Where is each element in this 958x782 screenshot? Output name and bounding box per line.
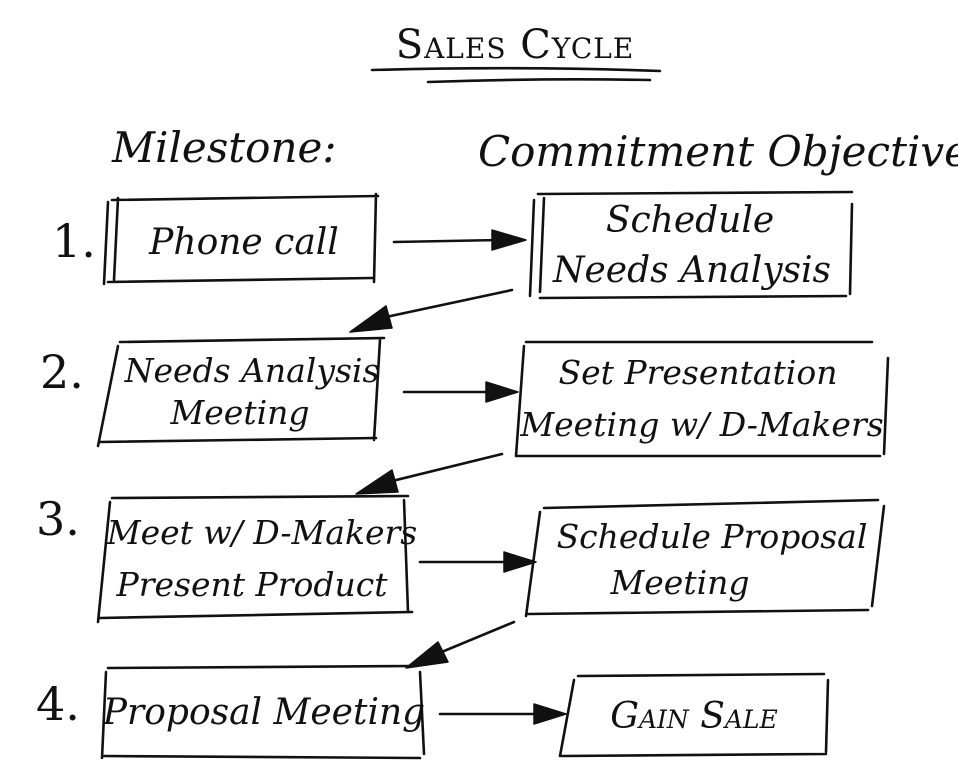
box-outline xyxy=(558,672,830,758)
diagonal-arrows xyxy=(349,288,516,669)
arrow-shaft xyxy=(378,452,504,486)
milestone-text-line-2: Present Product xyxy=(116,565,389,604)
row-3: 3. Meet w/ D-Makers Present Product Sche… xyxy=(36,492,886,624)
box-outline xyxy=(96,336,386,448)
box-outline xyxy=(528,190,854,300)
arrow-head xyxy=(503,551,537,573)
arrow-shaft xyxy=(430,620,516,658)
title-underline-1 xyxy=(370,66,662,73)
milestone-box-4: Proposal Meeting xyxy=(100,664,426,760)
objective-text-line-1: Set Presentation xyxy=(559,353,838,392)
box-outline xyxy=(96,494,414,624)
title-group: Sales Cycle xyxy=(370,22,662,84)
milestone-box-1: Phone call xyxy=(102,192,380,286)
objective-header: Commitment Objective: xyxy=(478,127,958,176)
arrow-head xyxy=(491,229,527,251)
row-number: 1. xyxy=(52,214,96,268)
arrow-1-to-2 xyxy=(349,288,514,333)
milestone-text-line-1: Phone call xyxy=(148,222,339,263)
objective-text-line-1: Gain Sale xyxy=(610,696,778,737)
row-1: 1. Phone call Schedule Needs Analysis xyxy=(52,190,854,300)
arrow-head xyxy=(349,305,393,333)
box-outline xyxy=(514,340,890,458)
milestone-text-line-1: Meet w/ D-Makers xyxy=(106,513,417,552)
objective-box-1: Schedule Needs Analysis xyxy=(528,190,854,300)
row-number: 4. xyxy=(36,677,80,731)
arrow-head xyxy=(405,641,449,669)
objective-box-4: Gain Sale xyxy=(558,672,830,758)
arrow-shaft xyxy=(392,238,502,244)
row-number: 2. xyxy=(40,345,84,399)
objective-box-3: Schedule Proposal Meeting xyxy=(524,498,886,618)
milestone-text-line-1: Proposal Meeting xyxy=(102,692,425,733)
arrow-row-3 xyxy=(418,551,537,573)
objective-text-line-2: Needs Analysis xyxy=(552,250,831,291)
arrow-row-1 xyxy=(392,229,527,251)
arrow-head xyxy=(533,703,567,725)
arrow-2-to-3 xyxy=(355,452,504,495)
box-outline xyxy=(100,664,426,760)
objective-text-line-2: Meeting xyxy=(609,563,749,602)
milestone-box-2: Needs Analysis Meeting xyxy=(96,336,386,448)
horizontal-arrows xyxy=(392,229,567,725)
arrow-row-4 xyxy=(438,703,567,725)
row-2: 2. Needs Analysis Meeting Set Presentati… xyxy=(40,336,890,458)
diagram-title: Sales Cycle xyxy=(396,22,635,68)
row-4: 4. Proposal Meeting Gain Sale xyxy=(36,664,830,760)
arrow-head xyxy=(485,381,519,403)
arrow-row-2 xyxy=(402,381,519,403)
milestone-text-line-1: Needs Analysis xyxy=(124,351,380,390)
arrow-shaft xyxy=(370,288,514,322)
milestone-header: Milestone: xyxy=(111,123,337,172)
title-underline-2 xyxy=(426,78,652,84)
objective-text-line-1: Schedule Proposal xyxy=(557,517,868,556)
row-number: 3. xyxy=(36,492,80,546)
box-outline xyxy=(524,498,886,618)
objective-text-line-1: Schedule xyxy=(606,200,774,241)
objective-box-2: Set Presentation Meeting w/ D-Makers xyxy=(514,340,890,458)
box-outline xyxy=(102,192,380,286)
milestone-text-line-2: Meeting xyxy=(169,393,309,432)
objective-text-line-2: Meeting w/ D-Makers xyxy=(519,405,883,444)
arrow-3-to-4 xyxy=(405,620,516,669)
milestone-box-3: Meet w/ D-Makers Present Product xyxy=(96,494,417,624)
arrow-head xyxy=(355,469,399,495)
